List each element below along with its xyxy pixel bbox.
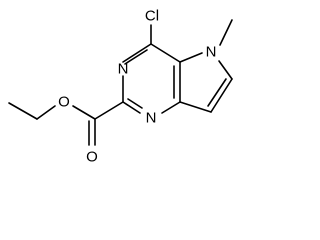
bond-n1-c7a bbox=[161, 101, 181, 114]
atom-label-n1: N bbox=[146, 110, 157, 127]
bond-n5-methyl bbox=[219, 19, 233, 46]
atom-labels: Cl N N N O O bbox=[58, 8, 216, 166]
bond-c4a-n5 bbox=[179, 52, 203, 63]
bond-oester-ch2 bbox=[36, 105, 56, 120]
atom-label-n3: N bbox=[118, 61, 129, 78]
bond-c4a-c4 bbox=[150, 43, 181, 63]
bond-carbonyl-oester bbox=[72, 105, 96, 120]
bond-c6-c7 bbox=[210, 78, 233, 113]
bond-c7-c7a bbox=[179, 101, 212, 113]
bond-c4-n3-second bbox=[124, 49, 148, 65]
chemical-structure-diagram: Cl N N N O O bbox=[8, 8, 233, 166]
bond-ch2-ch3 bbox=[8, 102, 38, 120]
atom-label-o-ester: O bbox=[58, 94, 70, 111]
bonds bbox=[8, 19, 233, 146]
bond-c2-n1 bbox=[122, 101, 141, 114]
bond-c6-c7-second bbox=[207, 78, 227, 107]
bond-c2-n1-second bbox=[127, 98, 143, 109]
atom-label-cl: Cl bbox=[145, 8, 159, 25]
atom-label-o-carbonyl: O bbox=[86, 149, 98, 166]
bond-c2-carbonyl bbox=[94, 101, 124, 120]
bond-c4-n3 bbox=[122, 43, 152, 63]
bond-n5-c6 bbox=[218, 60, 233, 80]
atom-label-n-pyrrole: N bbox=[206, 44, 217, 61]
